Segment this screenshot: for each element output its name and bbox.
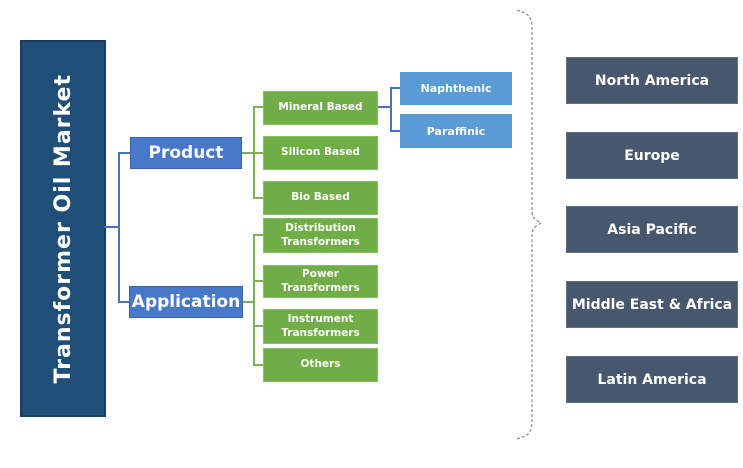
- branch-product-label: Product: [148, 143, 224, 163]
- node-bio-based-label: Bio Based: [291, 191, 350, 204]
- branch-node-product: Product: [130, 137, 242, 169]
- node-mineral-based: Mineral Based: [263, 91, 378, 125]
- node-paraffinic: Paraffinic: [400, 114, 512, 148]
- connector-others-stub: [253, 364, 264, 366]
- branch-application-label: Application: [131, 292, 241, 312]
- connector-mineral-horizontal: [378, 106, 391, 108]
- root-node-transformer-oil-market: Transformer Oil Market: [20, 40, 106, 417]
- node-distribution-transformers-label: Distribution Transformers: [281, 222, 360, 248]
- connector-product-horizontal: [242, 152, 254, 154]
- node-naphthenic: Naphthenic: [400, 72, 512, 105]
- connector-mineral-stub: [253, 106, 264, 108]
- node-others: Others: [263, 348, 378, 382]
- node-distribution-transformers: Distribution Transformers: [263, 218, 378, 253]
- node-power-transformers-label: Power Transformers: [281, 268, 360, 294]
- connector-application-vertical: [253, 234, 255, 366]
- connector-application-stub: [118, 301, 131, 303]
- root-node-label: Transformer Oil Market: [50, 73, 76, 384]
- region-europe: Europe: [566, 132, 738, 179]
- node-power-transformers: Power Transformers: [263, 265, 378, 298]
- connector-distribution-stub: [253, 234, 264, 236]
- connector-root-horizontal: [104, 226, 119, 228]
- connector-paraffinic-stub: [390, 130, 400, 132]
- connector-silicon-stub: [253, 152, 264, 154]
- node-silicon-based: Silicon Based: [263, 136, 378, 170]
- region-europe-label: Europe: [624, 147, 680, 164]
- dashed-brace: [516, 9, 543, 440]
- node-mineral-based-label: Mineral Based: [278, 101, 363, 114]
- connector-product-stub: [118, 152, 131, 154]
- node-instrument-transformers-label: Instrument Transformers: [281, 313, 360, 339]
- node-silicon-based-label: Silicon Based: [281, 146, 360, 159]
- region-latin-america: Latin America: [566, 356, 738, 403]
- node-instrument-transformers: Instrument Transformers: [263, 309, 378, 344]
- region-middle-east-africa: Middle East & Africa: [566, 281, 738, 328]
- connector-power-stub: [253, 280, 264, 282]
- connector-bio-stub: [253, 197, 264, 199]
- connector-mineral-vertical: [390, 87, 392, 132]
- region-asia-pacific: Asia Pacific: [566, 206, 738, 253]
- connector-instrument-stub: [253, 325, 264, 327]
- node-naphthenic-label: Naphthenic: [420, 82, 492, 95]
- region-middle-east-africa-label: Middle East & Africa: [571, 296, 733, 313]
- region-latin-america-label: Latin America: [597, 371, 707, 388]
- connector-application-horizontal: [243, 301, 254, 303]
- branch-node-application: Application: [129, 286, 243, 318]
- node-others-label: Others: [300, 358, 341, 371]
- region-north-america-label: North America: [594, 72, 710, 89]
- node-bio-based: Bio Based: [263, 181, 378, 215]
- node-paraffinic-label: Paraffinic: [426, 124, 486, 138]
- region-asia-pacific-label: Asia Pacific: [607, 221, 697, 238]
- region-north-america: North America: [566, 57, 738, 104]
- connector-naphthenic-stub: [390, 87, 400, 89]
- connector-root-vertical: [118, 152, 120, 303]
